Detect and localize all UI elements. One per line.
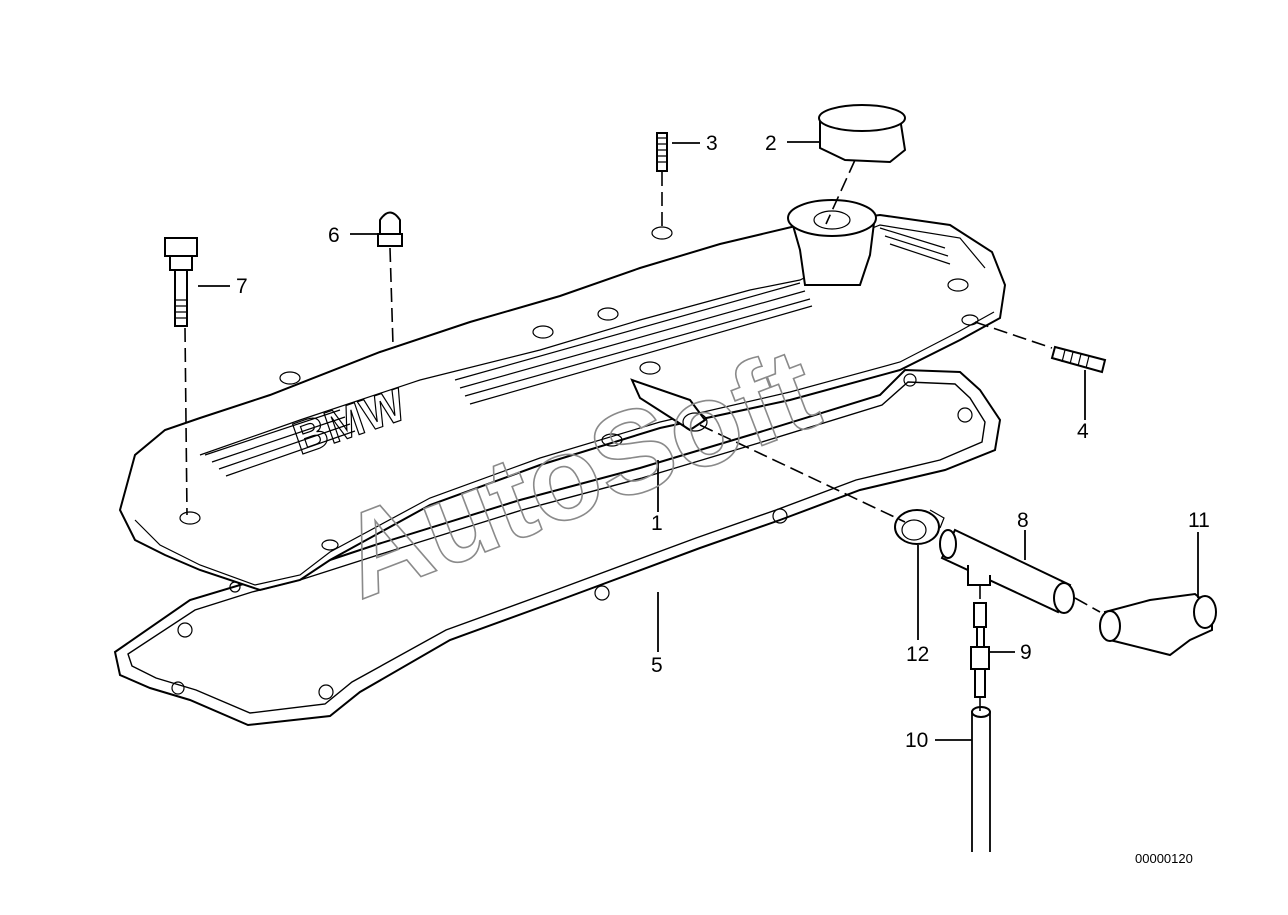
- stud-bolt-3: [656, 132, 668, 172]
- hex-bolt-7: [164, 237, 198, 327]
- connector-9: [970, 602, 990, 698]
- callout-labels: 1 2 3 4 5 6 7 8 9 10 11 12: [236, 132, 1210, 752]
- callout-3: 3: [706, 132, 718, 155]
- callout-4: 4: [1077, 420, 1089, 443]
- drawing-number: 00000120: [1135, 851, 1193, 866]
- callout-9: 9: [1020, 641, 1032, 664]
- valve-cover: BMW: [118, 199, 1007, 592]
- pipe-10: [971, 706, 991, 852]
- callout-11: 11: [1188, 509, 1210, 532]
- valve-cover-gasket: [113, 368, 1002, 727]
- callout-7: 7: [236, 275, 248, 298]
- assembly-lines: [184, 159, 1101, 712]
- leader-lines: [198, 141, 1199, 741]
- callout-8: 8: [1017, 509, 1029, 532]
- oil-filler-cap: [818, 104, 907, 164]
- callout-1: 1: [651, 512, 663, 535]
- callout-10: 10: [905, 729, 928, 752]
- callout-6: 6: [328, 224, 340, 247]
- hose-clamp-12: [894, 509, 945, 545]
- callout-12: 12: [906, 643, 929, 666]
- cap-nut-6: [377, 211, 403, 247]
- elbow-hose-11: [1099, 592, 1217, 657]
- callout-5: 5: [651, 654, 663, 677]
- callout-2: 2: [765, 132, 777, 155]
- breather-hose-8: [939, 528, 1075, 614]
- stud-4: [1050, 345, 1107, 374]
